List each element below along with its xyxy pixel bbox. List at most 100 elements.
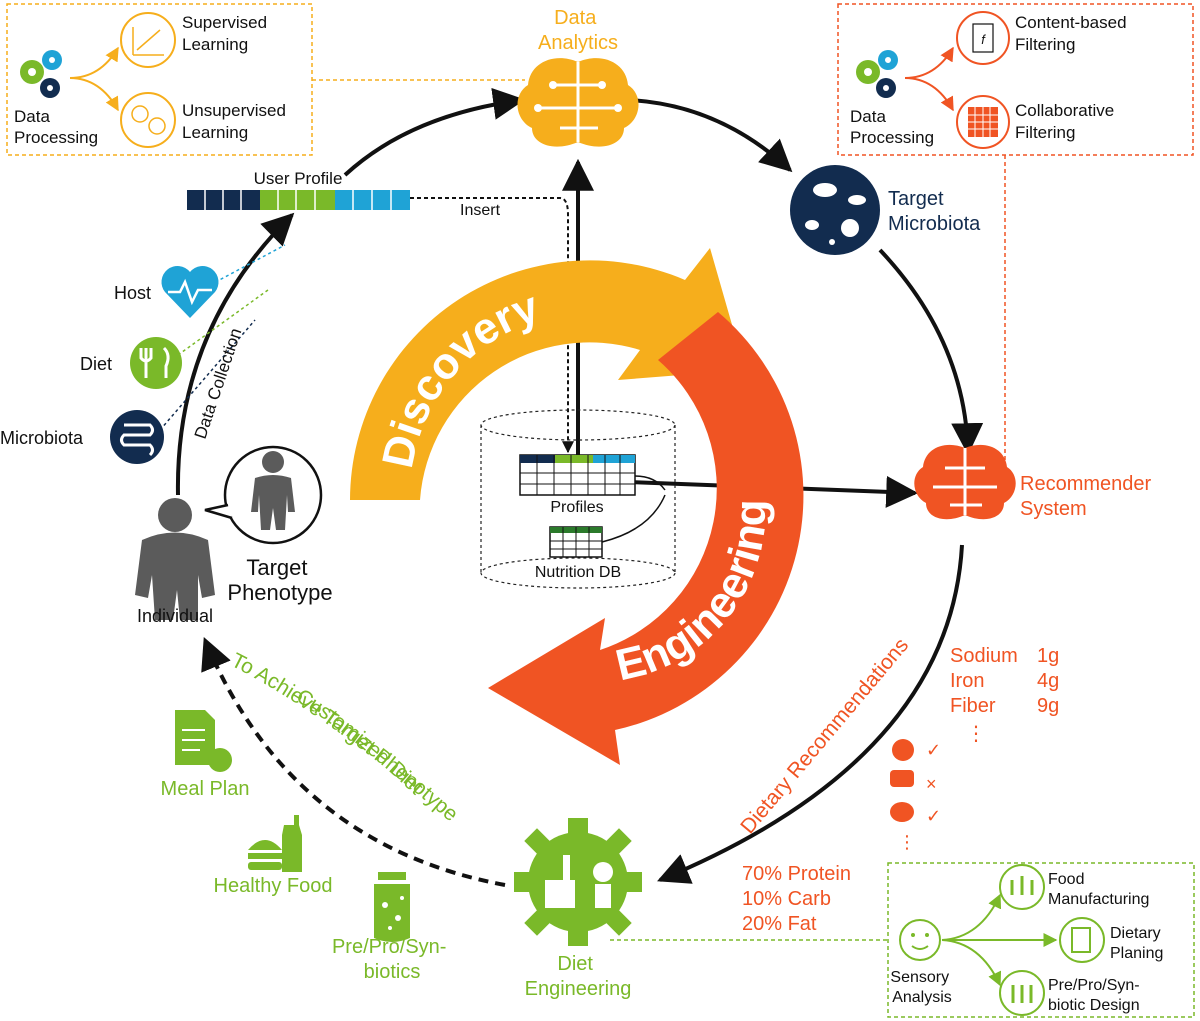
smiley-icon [899,919,941,961]
biotics-label-2: biotics [364,961,421,983]
data-collection-label: Data Collection [191,326,246,441]
sensory-1: Sensory [890,969,949,986]
svg-text:Supervised Learning: Supervised Learning Unsupervised Learnin… [182,13,291,142]
outputs: Meal Plan Healthy Food Pre/Pro/Syn- biot… [161,710,452,983]
meal-plan-icon [175,710,232,772]
chicken-icon [890,802,914,822]
nutrient-name-2: Iron [950,670,984,692]
svg-text:Diet Engineering: Diet Engineering [525,953,632,1000]
recommender-label-1: Recommender [1020,473,1152,495]
svg-text:Data Collection: Data Collection [191,326,246,441]
engineering-band: Engineering [488,312,804,765]
engineering-method-box: Sensory Analysis Food Manufacturing Diet… [610,862,1195,1018]
apple-icon [892,739,914,761]
svg-text:Recommender System: Recommender System [1020,473,1157,520]
nutrition-table-icon [549,526,603,558]
design-1: Pre/Pro/Syn- [1048,977,1140,994]
diet-engineering-node: Diet Engineering [514,818,642,1000]
svg-text:To Achieve Target Phenotype: To Achieve Target Phenotype [228,649,463,826]
function-icon [956,11,1010,65]
svg-text:Target Microbiota: Target Microbiota [888,188,981,235]
person-large-icon [135,498,215,620]
diet-eng-label-1: Diet [557,953,593,975]
heart-icon [161,265,219,318]
svg-text:f: f [981,32,986,47]
nutrient-ellipsis: ⋮ [966,723,986,745]
nutrient-name-1: Sodium [950,645,1018,667]
profiles-table-icon [519,454,636,496]
gears-icon-2 [856,50,898,98]
analytics-processing-2: Processing [14,128,98,147]
database-cylinder: Profiles Nutrition DB [480,409,676,589]
customized-diet-label-2: To Achieve Target Phenotype [228,649,463,826]
cluster-icon [120,92,176,148]
unsupervised-1: Unsupervised [182,101,286,120]
test-tubes-icon [999,970,1045,1016]
supervised-1: Supervised [182,13,267,32]
individual-node: Individual Target Phenotype [135,445,333,626]
microbe-icon [790,165,880,255]
target-microbiota-node: Target Microbiota [790,165,981,255]
macro-list: 70% Protein 10% Carb 20% Fat [742,863,851,935]
meal-plan-label: Meal Plan [161,778,250,800]
rec-processing-2: Processing [850,128,934,147]
unsupervised-2: Learning [182,123,248,142]
biotics-label-1: Pre/Pro/Syn- [332,936,446,958]
collaborative-1: Collaborative [1015,101,1114,120]
target-phenotype-1: Target [246,555,307,580]
nutrient-value-2: 4g [1037,670,1059,692]
input-sources: Host Diet Microbiota [0,244,286,464]
bottles-icon [999,864,1045,910]
svg-text:Data Processing: Data Processing [14,107,98,147]
food-mark-1: ✓ [926,740,941,760]
nutrition-db-label: Nutrition DB [535,564,621,581]
planing-2: Planing [1110,945,1163,962]
planing-1: Dietary [1110,925,1161,942]
svg-text:Data Processing: Data Processing [850,107,934,147]
microbiota-input-label: Microbiota [0,428,84,448]
nutrient-list: Sodium 1g Iron 4g Fiber 9g ⋮ [950,645,1059,745]
food-mark-2: × [926,774,937,794]
analytics-method-box: Data Processing Supervised Learning Unsu… [6,3,525,156]
dietary-recommendations-label: Dietary Recommendations [736,634,913,838]
planning-icon [1059,917,1105,963]
brain-icon-2 [914,444,1016,520]
recommender-label-2: System [1020,498,1087,520]
supervised-2: Learning [182,35,248,54]
analytics-label-2: Analytics [538,32,618,54]
svg-text:Pre/Pro/Syn- biotics: Pre/Pro/Syn- biotics [332,936,452,983]
svg-text:Dietary Recommendations: Dietary Recommendations [736,634,913,838]
thought-bubble [204,445,323,545]
recommender-method-box: Data Processing f Content-based Filterin… [837,3,1194,471]
diet-eng-label-2: Engineering [525,978,632,1000]
design-2: biotic Design [1048,997,1140,1014]
macro-3: 20% Fat [742,913,817,935]
svg-text:Content-based Filtering: Content-based Filtering Collaborative Fi… [1015,13,1131,142]
gears-icon [20,50,62,98]
insert-dotted-arrow [410,197,574,454]
cutlery-icon [130,337,182,389]
nutrient-value-3: 9g [1037,695,1059,717]
food-recommendation-icons: ✓ × ✓ ⋮ [890,739,941,852]
person-slim-icon [262,451,284,473]
macro-1: 70% Protein [742,863,851,885]
steak-icon [890,770,914,787]
profiles-label: Profiles [550,499,603,516]
content-based-1: Content-based [1015,13,1127,32]
diet-label: Diet [80,354,112,374]
user-profile: User Profile Insert [187,169,501,219]
burger-drink-icon [248,815,302,872]
nutrient-value-1: 1g [1037,645,1059,667]
svg-text:Data Analytics: Data Analytics [538,7,618,54]
intestine-icon [110,410,164,464]
matrix-icon [956,95,1010,149]
analytics-label-1: Data [554,7,597,29]
manufacturing-2: Manufacturing [1048,891,1149,908]
probiotic-bottle-icon [374,872,410,942]
healthy-food-label: Healthy Food [214,875,333,897]
brain-icon [517,58,639,147]
svg-text:Sensory Analysis: Sensory Analysis [890,969,953,1006]
insert-label: Insert [460,202,501,219]
gear-factory-icon [514,818,642,946]
